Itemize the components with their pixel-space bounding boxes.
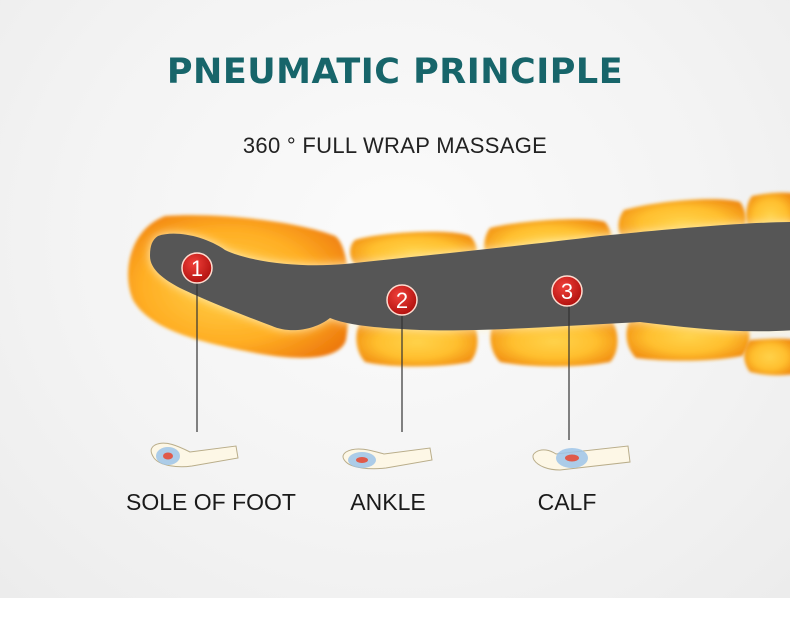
- marker-2: 2: [386, 284, 418, 316]
- calf-icon: [532, 445, 631, 471]
- label-sole-of-foot: SOLE OF FOOT: [126, 489, 296, 515]
- ankle-icon: [342, 447, 433, 470]
- leg-airbag-illustration: 1 2 3: [128, 192, 790, 471]
- marker-1-number: 1: [191, 256, 203, 281]
- marker-3: 3: [551, 275, 583, 307]
- leader-lines: [196, 282, 570, 440]
- sole-of-foot-icon: [150, 442, 239, 468]
- upper-airbag-bottom: [744, 338, 790, 376]
- marker-3-number: 3: [561, 279, 573, 304]
- marker-2-number: 2: [396, 288, 408, 313]
- label-ankle: ANKLE: [350, 489, 426, 515]
- page-title: PNEUMATIC PRINCIPLE: [166, 52, 624, 92]
- page-subtitle: 360 ° FULL WRAP MASSAGE: [242, 133, 548, 158]
- calf-airbag-bottom: [490, 316, 618, 367]
- diagram-panel: PNEUMATIC PRINCIPLE 360 ° FULL WRAP MASS…: [0, 0, 790, 598]
- marker-1: 1: [181, 252, 213, 284]
- leg-silhouette: [150, 222, 790, 332]
- label-calf: CALF: [537, 489, 597, 515]
